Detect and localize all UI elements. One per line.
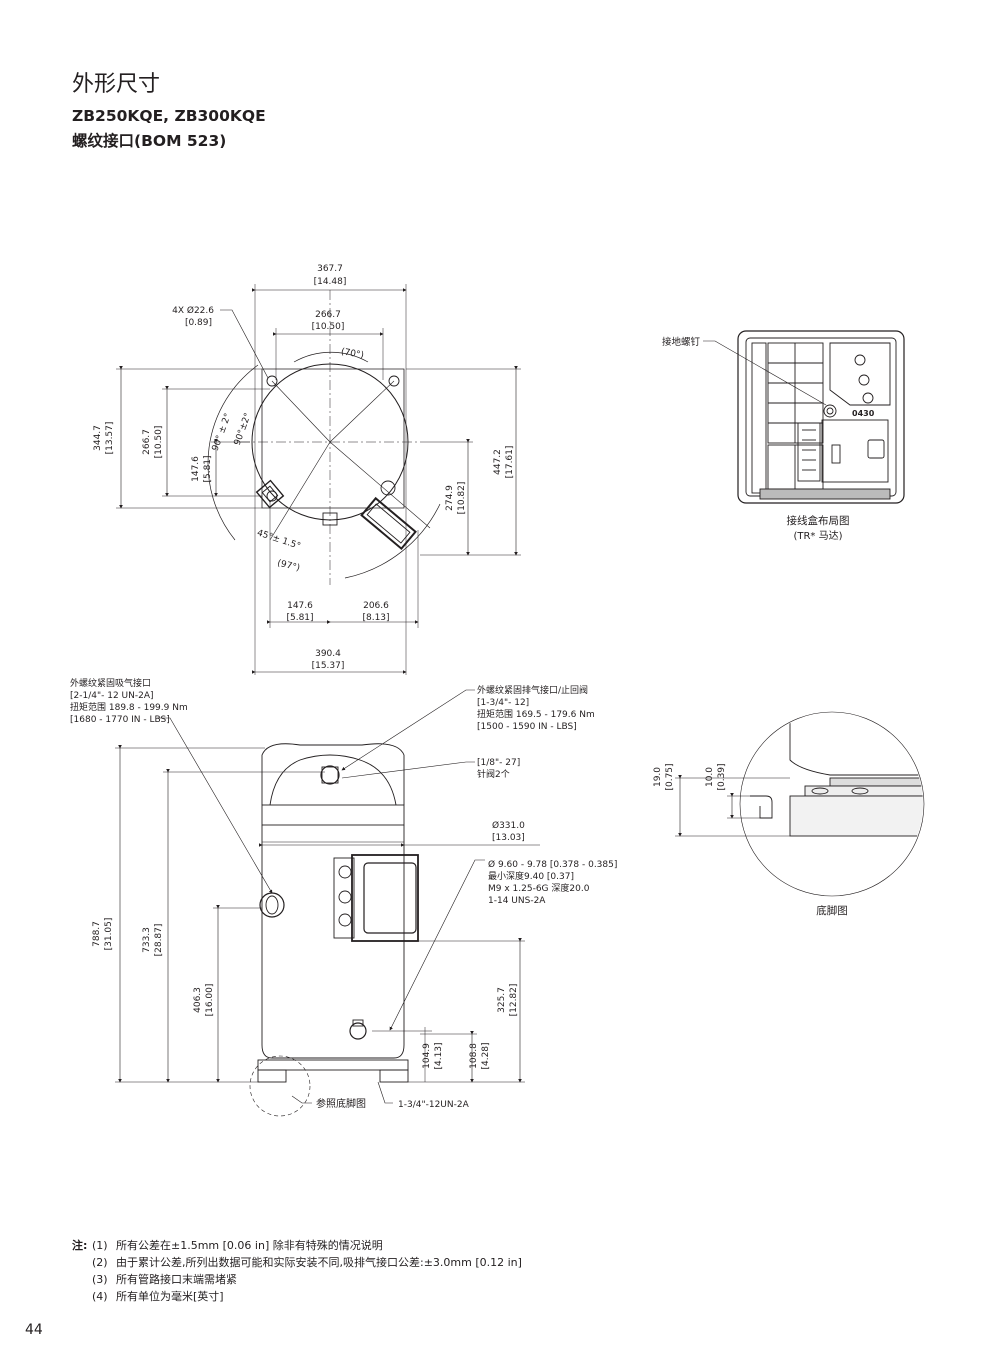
dim-325-in: [12.82] — [509, 984, 519, 1017]
page-number: 44 — [25, 1322, 43, 1338]
dim-left-147: 147.6 — [191, 456, 201, 482]
note-number: (4) — [92, 1290, 108, 1303]
dim-406-in: [16.00] — [205, 984, 215, 1017]
terminal-box-caption-sub: (TR* 马达) — [793, 530, 842, 542]
dim-104-in: [4.13] — [434, 1042, 444, 1069]
dim-bottom-147-in: [5.81] — [286, 613, 313, 623]
note-text: 由于累计公差,所列出数据可能和实际安装不同,吸排气接口公差:±3.0mm [0.… — [116, 1256, 522, 1269]
dim-bottom-147: 147.6 — [287, 601, 313, 611]
dim-bottom-206-in: [8.13] — [362, 613, 389, 623]
dim-left-147-in: [5.81] — [203, 455, 213, 482]
page-title: 外形尺寸 — [72, 72, 161, 97]
dim-108: 108.8 — [469, 1043, 479, 1069]
dim-10-in: [0.39] — [717, 763, 727, 790]
valve-count: 针阀2个 — [477, 768, 510, 780]
note-item: (2) 由于累计公差,所列出数据可能和实际安装不同,吸排气接口公差:±3.0mm… — [72, 1254, 522, 1271]
top-view-labels: 367.7 [14.48] 4X Ø22.6 [0.89] 266.7 [10.… — [93, 264, 515, 671]
terminal-box-labels: 接地螺钉 0430 接线盒布局图 (TR* 马达) — [662, 336, 875, 542]
dim-108-in: [4.28] — [481, 1042, 491, 1069]
note-number: (3) — [92, 1273, 108, 1286]
side-view-labels: 外螺纹紧固吸气接口 [2-1/4"- 12 UN-2A] 扭矩范围 189.8 … — [70, 677, 617, 1110]
valve-thread: [1/8"- 27] — [477, 758, 520, 768]
angle-45: 45°± 1.5° — [256, 528, 302, 551]
dim-holes-in: [0.89] — [185, 318, 212, 328]
dim-19: 19.0 — [653, 767, 663, 787]
dim-right-274: 274.9 — [445, 485, 455, 511]
fitting-label: 1-3/4"-12UN-2A — [398, 1100, 470, 1110]
discharge-torque-in: [1500 - 1590 IN - LBS] — [477, 722, 577, 732]
hole-thread: M9 x 1.25-6G 深度20.0 — [488, 882, 590, 894]
suction-thread: [2-1/4"- 12 UN-2A] — [70, 691, 154, 701]
dim-left-266: 266.7 — [142, 429, 152, 455]
foot-caption: 底脚图 — [816, 904, 848, 917]
suction-label: 外螺纹紧固吸气接口 — [70, 677, 151, 689]
dim-bottom-206: 206.6 — [363, 601, 389, 611]
hole-spec: Ø 9.60 - 9.78 [0.378 - 0.385] — [488, 859, 617, 870]
terminal-marking: 0430 — [852, 409, 875, 418]
dim-overall-width-in: [14.48] — [314, 277, 347, 287]
dim-left-266-in: [10.50] — [154, 426, 164, 459]
foot-ref-label: 参照底脚图 — [316, 1097, 366, 1110]
terminal-box-caption: 接线盒布局图 — [787, 514, 850, 527]
dim-406: 406.3 — [193, 987, 203, 1013]
dim-right-274-in: [10.82] — [457, 482, 467, 515]
notes-label: 注: — [72, 1239, 88, 1252]
angle-97: (97°) — [276, 558, 301, 573]
hole-min-depth: 最小深度9.40 [0.37] — [488, 870, 574, 882]
dim-325: 325.7 — [497, 987, 507, 1013]
terminal-box-drawing — [703, 330, 905, 504]
dim-diameter-in: [13.03] — [492, 833, 525, 843]
side-view — [115, 689, 540, 1117]
dim-19-in: [0.75] — [665, 763, 675, 790]
note-number: (1) — [92, 1239, 108, 1252]
angle-90a: 90° ± 2° — [211, 412, 234, 452]
dim-788: 788.7 — [92, 921, 102, 947]
note-item: (3) 所有管路接口末端需堵紧 — [72, 1271, 522, 1288]
notes-section: 注: (1) 所有公差在±1.5mm [0.06 in] 除非有特殊的情况说明 … — [72, 1237, 522, 1305]
dim-left-344: 344.7 — [93, 425, 103, 451]
note-text: 所有公差在±1.5mm [0.06 in] 除非有特殊的情况说明 — [116, 1239, 383, 1252]
hole-uns: 1-14 UNS-2A — [488, 896, 546, 906]
note-number: (2) — [92, 1256, 108, 1269]
dim-right-447-in: [17.61] — [505, 446, 515, 479]
dim-733-in: [28.87] — [154, 924, 164, 957]
discharge-label: 外螺纹紧固排气接口/止回阀 — [477, 684, 588, 696]
top-view — [116, 284, 521, 675]
dim-bottom-390-in: [15.37] — [312, 661, 345, 671]
angle-70: (70°) — [340, 347, 364, 361]
note-item: (4) 所有单位为毫米[英寸] — [72, 1288, 522, 1305]
note-item: 注: (1) 所有公差在±1.5mm [0.06 in] 除非有特殊的情况说明 — [72, 1237, 522, 1254]
note-text: 所有管路接口末端需堵紧 — [116, 1273, 237, 1286]
dim-left-344-in: [13.57] — [105, 422, 115, 455]
dim-104: 104.9 — [422, 1043, 432, 1069]
suction-torque: 扭矩范围 189.8 - 199.9 Nm — [70, 701, 188, 713]
dim-overall-width: 367.7 — [317, 264, 343, 274]
ground-screw-label: 接地螺钉 — [662, 336, 701, 348]
discharge-thread: [1-3/4"- 12] — [477, 698, 529, 708]
dim-holes: 4X Ø22.6 — [172, 305, 214, 316]
dim-right-447: 447.2 — [493, 449, 503, 475]
connection-type: 螺纹接口(BOM 523) — [72, 132, 227, 150]
discharge-torque: 扭矩范围 169.5 - 179.6 Nm — [477, 708, 595, 720]
dim-10: 10.0 — [705, 767, 715, 787]
note-text: 所有单位为毫米[英寸] — [116, 1290, 224, 1303]
dim-bottom-390: 390.4 — [315, 649, 341, 659]
dim-bolt-span: 266.7 — [315, 310, 341, 320]
foot-detail-labels: 19.0 [0.75] 10.0 [0.39] 底脚图 — [653, 763, 848, 917]
model-numbers: ZB250KQE, ZB300KQE — [72, 107, 266, 125]
dim-733: 733.3 — [142, 927, 152, 953]
angle-90b: 90°±2° — [233, 412, 254, 447]
dim-diameter: Ø331.0 — [492, 820, 525, 831]
foot-detail — [675, 711, 925, 897]
dim-788-in: [31.05] — [104, 918, 114, 951]
dim-bolt-span-in: [10.50] — [312, 322, 345, 332]
suction-torque-in: [1680 - 1770 IN - LBS] — [70, 715, 170, 725]
